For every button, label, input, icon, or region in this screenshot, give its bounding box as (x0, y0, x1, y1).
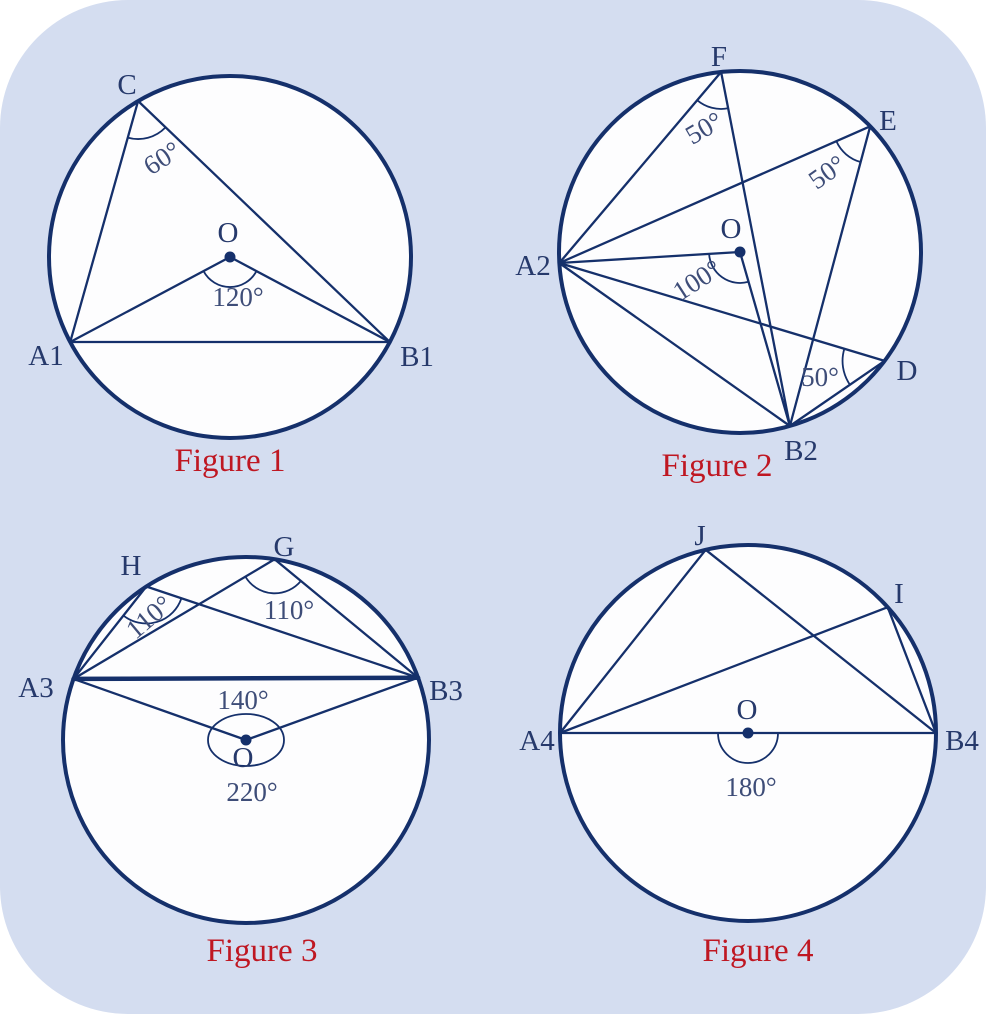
figure-3-reflex-angle-ellipse (207, 713, 285, 767)
figure-1-angle-arc-O (202, 270, 258, 288)
figure-3-line-G-A3 (72, 558, 276, 681)
figure-2-line-F-A2 (558, 70, 723, 265)
figure-1-line-C-B1 (136, 99, 391, 344)
figure-4-caption: Figure 4 (703, 933, 814, 969)
figure-4-point-label-A4: A4 (519, 725, 555, 757)
figure-3-angle-value-1: 110° (264, 595, 314, 625)
figure-2-point-label-D: D (897, 355, 918, 387)
figure-3-caption: Figure 3 (207, 933, 318, 969)
figure-2-center-label: O (721, 213, 742, 245)
figure-3-line-O-B3 (244, 676, 420, 742)
figure-2-angle-arc-D (841, 348, 851, 386)
figure-1-line-O-B1 (228, 255, 391, 344)
figure-1-point-label-B1: B1 (400, 341, 434, 373)
figure-3-angle-value-2: 140° (217, 685, 268, 715)
figure-3-line-H-B3 (145, 585, 420, 679)
figure-3-angle-value-3: 220° (226, 777, 277, 807)
figure-3-angle-arc-H (123, 598, 183, 625)
figure-4-point-label-J: J (694, 520, 705, 552)
figure-3-line-O-A3 (72, 677, 248, 742)
figure-4-point-label-B4: B4 (945, 725, 979, 757)
figure-3-angle-arc-G (244, 576, 302, 595)
figure-2-angle-arc-O (708, 253, 749, 284)
figure-4: O J I A4 B4 180° Figure 4 (519, 520, 979, 969)
figure-2-point-label-B2: B2 (784, 435, 818, 467)
figure-2-line-F-B2 (719, 70, 792, 428)
figure-4-line-J-B4 (704, 548, 938, 735)
figure-2-line-O-B2 (738, 250, 792, 428)
figure-4-angle-value-0: 180° (725, 772, 776, 802)
figure-1-center-dot (224, 251, 236, 263)
figure-3-point-label-G: G (274, 531, 295, 563)
figure-2-angle-arc-E (835, 140, 861, 163)
figure-4-point-label-I: I (894, 578, 904, 610)
figure-3-center-dot (240, 734, 252, 746)
figure-1-caption: Figure 1 (175, 443, 286, 479)
figure-1-point-label-A1: A1 (28, 340, 63, 372)
figure-4-center-label: O (737, 694, 758, 726)
figure-1-center-label: O (218, 217, 239, 249)
figure-3-point-label-A3: A3 (18, 672, 53, 704)
figure-2-line-D-B2 (788, 359, 886, 428)
figure-2-line-E-A2 (558, 125, 872, 265)
figure-1-angle-arc-C (127, 126, 167, 140)
figure-4-line-I-B4 (886, 606, 938, 735)
figure-1-angle-value-1: 120° (212, 282, 263, 312)
figure-4-line-I-A4 (558, 606, 889, 735)
figure-3-line-G-B3 (273, 558, 420, 679)
figure-2-line-A2-B2 (558, 261, 792, 428)
figure-3-point-label-H: H (121, 550, 142, 582)
figure-1-line-C-A1 (69, 99, 140, 344)
figure-1-point-label-C: C (117, 69, 136, 101)
figure-4-center-dot (742, 727, 754, 739)
figure-4-angle-arc-O (717, 732, 779, 764)
figure-2-line-O-A2 (558, 250, 742, 265)
figure-2-point-label-F: F (711, 41, 727, 73)
figure-2-angle-value-3: 50° (801, 362, 839, 392)
figure-2-center-dot (734, 246, 746, 258)
figure-4-line-J-A4 (558, 548, 707, 735)
figure-3-center-label: O (233, 742, 254, 774)
figure-2-caption: Figure 2 (662, 448, 773, 484)
figure-2-line-D-A2 (558, 261, 886, 363)
figure-2-line-E-B2 (788, 125, 872, 428)
figure-2-point-label-A2: A2 (515, 250, 550, 282)
figure-1-line-O-A1 (69, 255, 232, 344)
figure-2-angle-arc-F (696, 99, 729, 110)
figure-2-point-label-E: E (879, 105, 897, 137)
figure-3-line-H-A3 (72, 585, 148, 681)
figure-3-point-label-B3: B3 (429, 675, 463, 707)
figure-3-thick-line-A3-B3 (71, 675, 421, 682)
